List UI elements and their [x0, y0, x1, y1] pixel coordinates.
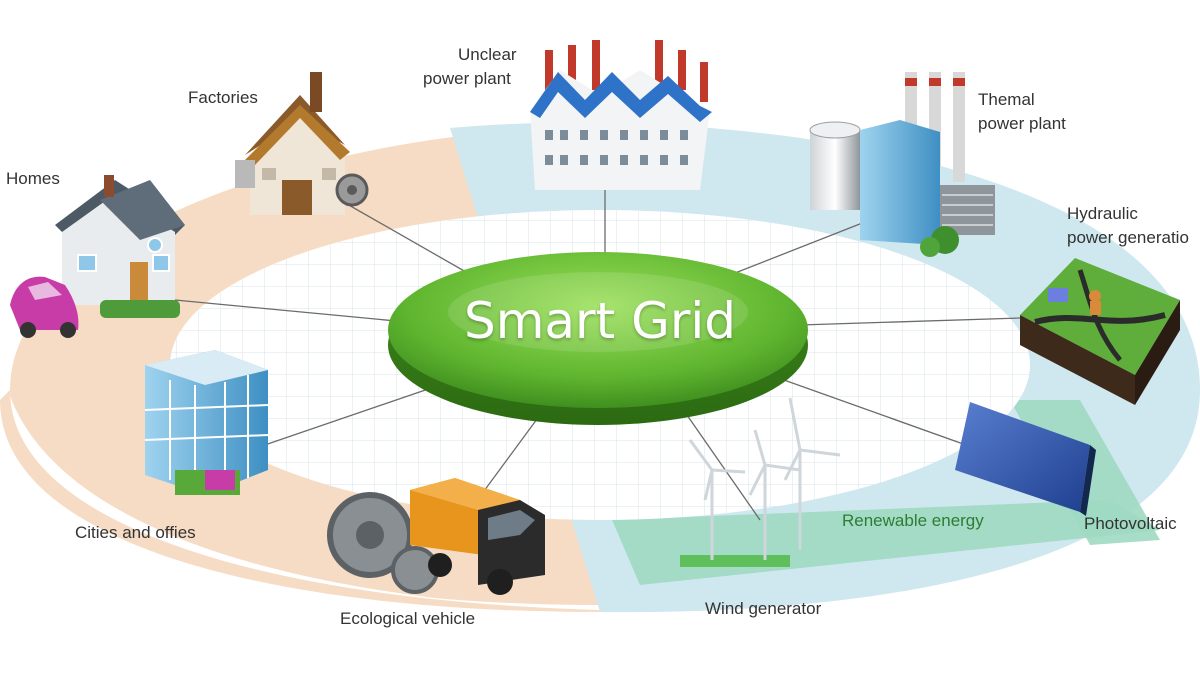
hub-title: Smart Grid [400, 292, 800, 350]
label-hydraulic-line1: Hydraulic [1067, 203, 1138, 224]
label-factories: Factories [188, 87, 258, 108]
label-nuclear-line2: power plant [423, 68, 511, 89]
house-icon [55, 175, 185, 318]
label-renewable-energy: Renewable energy [842, 510, 984, 531]
label-thermal-line2: power plant [978, 113, 1066, 134]
nuclear-plant-icon [530, 40, 712, 190]
label-hydraulic-line2: power generatio [1067, 227, 1200, 248]
label-ecological-vehicle: Ecological vehicle [340, 608, 475, 629]
label-wind-generator: Wind generator [705, 598, 821, 619]
label-cities-and-offices: Cities and offies [75, 522, 196, 543]
label-nuclear-line1: Unclear [458, 44, 517, 65]
label-photovoltaic: Photovoltaic [1084, 513, 1177, 534]
label-thermal-line1: Themal [978, 89, 1035, 110]
office-building-icon [145, 350, 268, 495]
label-homes: Homes [6, 168, 60, 189]
